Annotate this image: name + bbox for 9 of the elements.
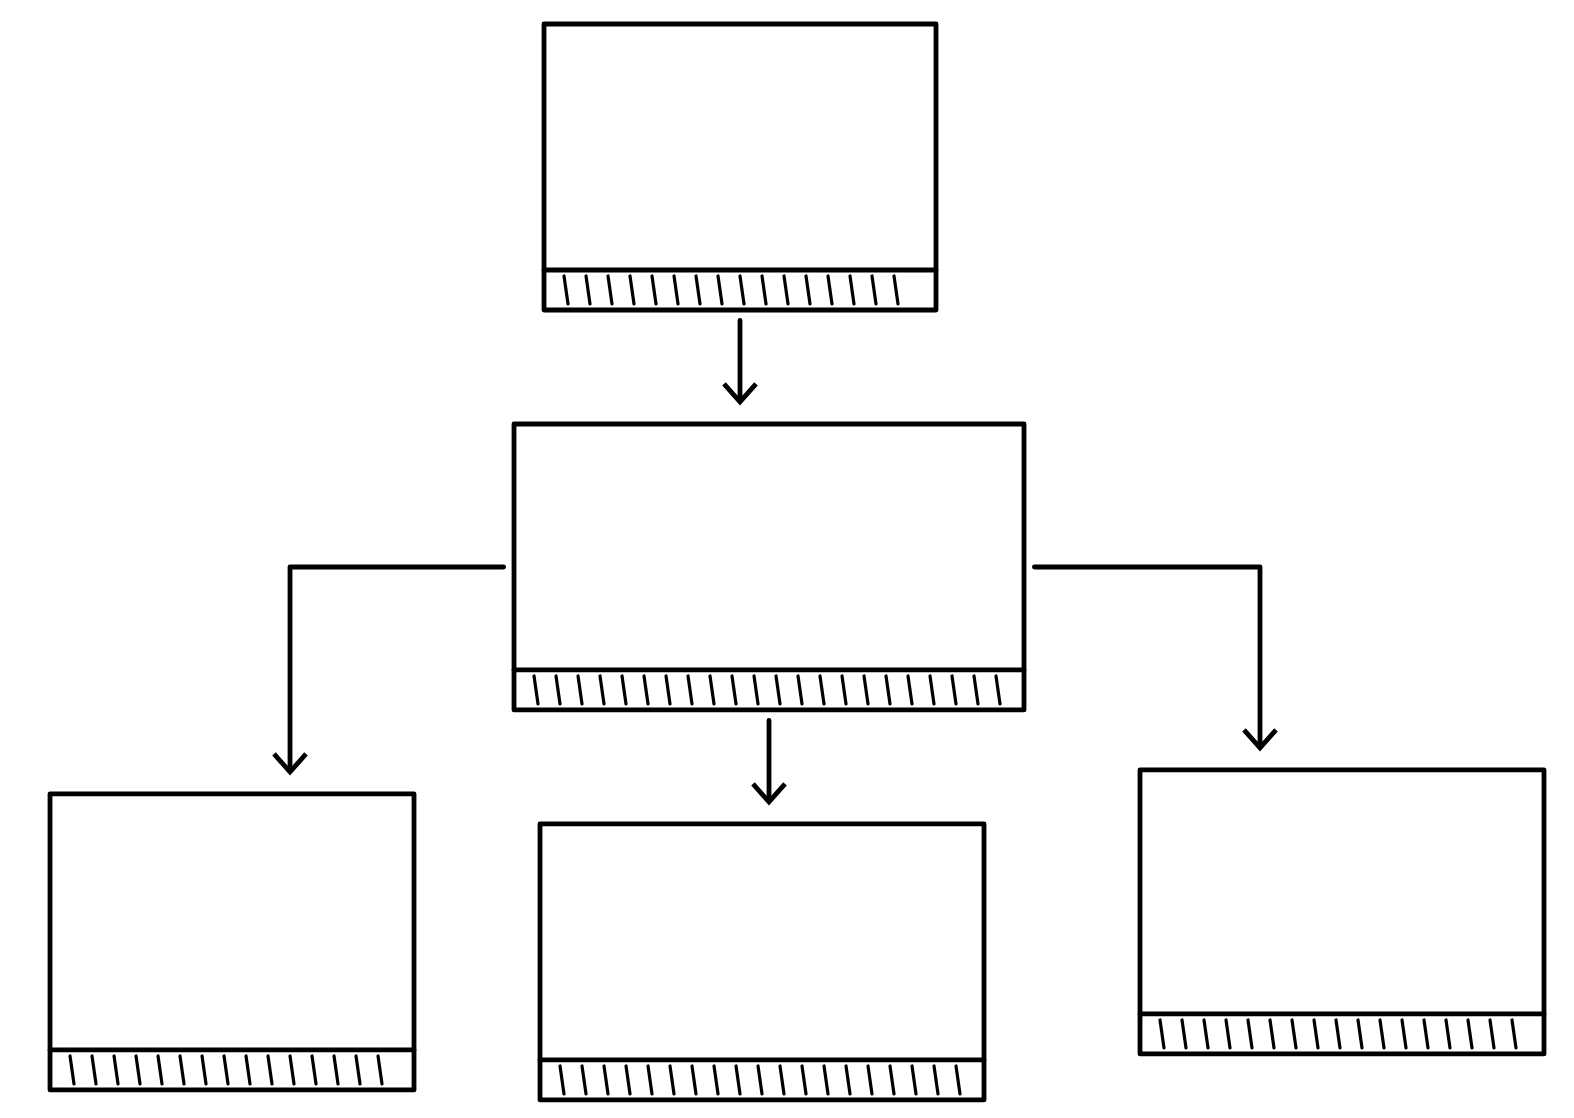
box-drawing bbox=[537, 821, 987, 1103]
box-drawing bbox=[1137, 767, 1547, 1057]
arrow bbox=[722, 318, 758, 406]
box-drawing bbox=[511, 421, 1027, 713]
box-drawing bbox=[47, 791, 417, 1093]
arrow bbox=[272, 564, 506, 776]
arrow bbox=[1032, 564, 1278, 752]
box-drawing bbox=[541, 21, 939, 313]
arrow bbox=[751, 718, 787, 806]
